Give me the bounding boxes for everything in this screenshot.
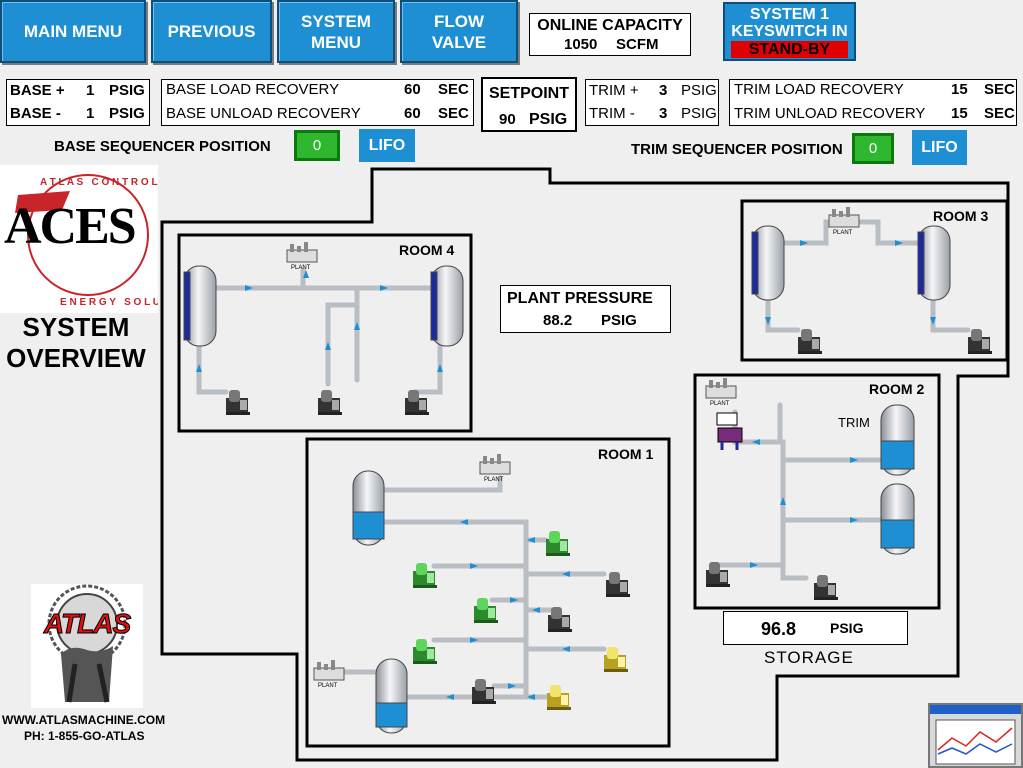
compressor-icon (606, 572, 630, 597)
storage-label: STORAGE (764, 648, 854, 667)
main-menu-button[interactable]: MAIN MENU (0, 0, 146, 63)
base-minus-label: BASE - (10, 105, 61, 122)
online-capacity-box: ONLINE CAPACITY 1050 SCFM (529, 13, 691, 56)
plant-pressure-box: PLANT PRESSURE 88.2 PSIG (500, 285, 671, 333)
atlas-logo-text: ATLAS (43, 608, 131, 640)
setpoint-label: SETPOINT (488, 85, 569, 102)
trim-load-unit: SEC (984, 81, 1015, 98)
aces-logo: A T L A S C O N T R O L E N E R G Y S O … (0, 165, 158, 313)
compressor-icon (547, 685, 571, 710)
storage-pressure-unit: PSIG (830, 620, 864, 636)
trim-lifo-button[interactable]: LIFO (912, 130, 967, 165)
base-plus-label: BASE + (10, 82, 65, 99)
compressor-icon (226, 390, 250, 415)
compressor-icon (548, 607, 572, 632)
setpoint-value: 90 (499, 111, 516, 128)
online-capacity-label: ONLINE CAPACITY (537, 17, 683, 34)
plant-icon (479, 453, 511, 484)
trim-sequencer-label: TRIM SEQUENCER POSITION (631, 141, 843, 158)
trim-unload-label: TRIM UNLOAD RECOVERY (734, 105, 926, 122)
trim-plus-value: 3 (659, 82, 668, 99)
svg-text:E N E R G Y S O L U T I O N: E N E R G Y S O L U T I O N (60, 297, 158, 308)
base-load-label: BASE LOAD RECOVERY (166, 81, 340, 98)
room4-label: ROOM 4 (399, 242, 455, 258)
website-text[interactable]: WWW.ATLASMACHINE.COM (2, 713, 166, 727)
compressor-icon (706, 562, 730, 587)
compressor-icon (968, 329, 992, 354)
compressor-icon (474, 598, 498, 623)
compressor-icon (604, 647, 628, 672)
keyswitch-line2: KEYSWITCH IN (731, 23, 848, 40)
base-sequencer-value[interactable]: 0 (294, 130, 340, 161)
trim-unload-unit: SEC (984, 105, 1015, 122)
trim-sequencer-value[interactable]: 0 (852, 133, 894, 164)
trim-minus-unit: PSIG (681, 105, 717, 122)
keyswitch-status-panel: SYSTEM 1 KEYSWITCH IN STAND-BY (723, 2, 856, 61)
trim-load-value: 15 (951, 81, 968, 98)
base-unload-value: 60 (404, 105, 421, 122)
compressor-icon (798, 329, 822, 354)
trim-minus-label: TRIM - (589, 105, 635, 122)
base-sequencer-label: BASE SEQUENCER POSITION (54, 138, 271, 155)
base-minus-unit: PSIG (109, 105, 145, 122)
trim-unload-value: 15 (951, 105, 968, 122)
trim-load-label: TRIM LOAD RECOVERY (734, 81, 904, 98)
atlas-logo: ATLAS (31, 584, 143, 708)
tank-icon (183, 225, 951, 734)
aces-logo-text: ACES (4, 198, 137, 255)
phone-text: PH: 1-855-GO-ATLAS (24, 729, 145, 743)
room1-label: ROOM 1 (598, 446, 654, 462)
compressor-icon (472, 679, 496, 704)
svg-text:A T L A S C O N T R O L: A T L A S C O N T R O L (40, 177, 158, 188)
compressor-icon (413, 639, 437, 664)
trim-plus-label: TRIM + (589, 82, 639, 99)
keyswitch-status: STAND-BY (731, 41, 848, 58)
previous-button[interactable]: PREVIOUS (151, 0, 272, 63)
compressor-icon (318, 390, 342, 415)
trim-tag-label: TRIM (838, 415, 870, 430)
plant-pressure-label: PLANT PRESSURE (507, 290, 653, 307)
trend-chart-icon[interactable] (928, 703, 1023, 768)
storage-pressure-value: 96.8 (761, 619, 797, 639)
base-plus-unit: PSIG (109, 82, 145, 99)
base-load-value: 60 (404, 81, 421, 98)
trim-minus-value: 3 (659, 105, 668, 122)
base-minus-value: 1 (86, 105, 95, 122)
trim-plus-unit: PSIG (681, 82, 717, 99)
base-unload-label: BASE UNLOAD RECOVERY (166, 105, 361, 122)
keyswitch-line1: SYSTEM 1 (749, 6, 830, 23)
base-lifo-button[interactable]: LIFO (359, 129, 415, 162)
compressor-icon (546, 531, 570, 556)
base-unload-unit: SEC (438, 105, 469, 122)
compressor-icon (814, 575, 838, 600)
plant-pressure-value: 88.2 (543, 312, 573, 329)
room2-label: ROOM 2 (869, 381, 925, 397)
compressor-icon (405, 390, 429, 415)
storage-pressure-box: 96.8 PSIG (723, 611, 908, 645)
base-plus-value: 1 (86, 82, 95, 99)
setpoint-unit: PSIG (529, 111, 568, 128)
plant-icon (828, 206, 860, 237)
plant-icon (705, 377, 737, 408)
plant-pressure-unit: PSIG (601, 312, 637, 329)
room3-label: ROOM 3 (933, 208, 989, 224)
plant-icon (313, 659, 345, 690)
base-load-unit: SEC (438, 81, 469, 98)
setpoint-box: SETPOINT 90 PSIG (481, 77, 577, 132)
compressor-icon (413, 563, 437, 588)
page-title: SYSTEM OVERVIEW (6, 312, 146, 373)
online-capacity-value: 1050 (564, 36, 598, 53)
online-capacity-unit: SCFM (616, 36, 659, 53)
plant-icon (286, 241, 318, 272)
